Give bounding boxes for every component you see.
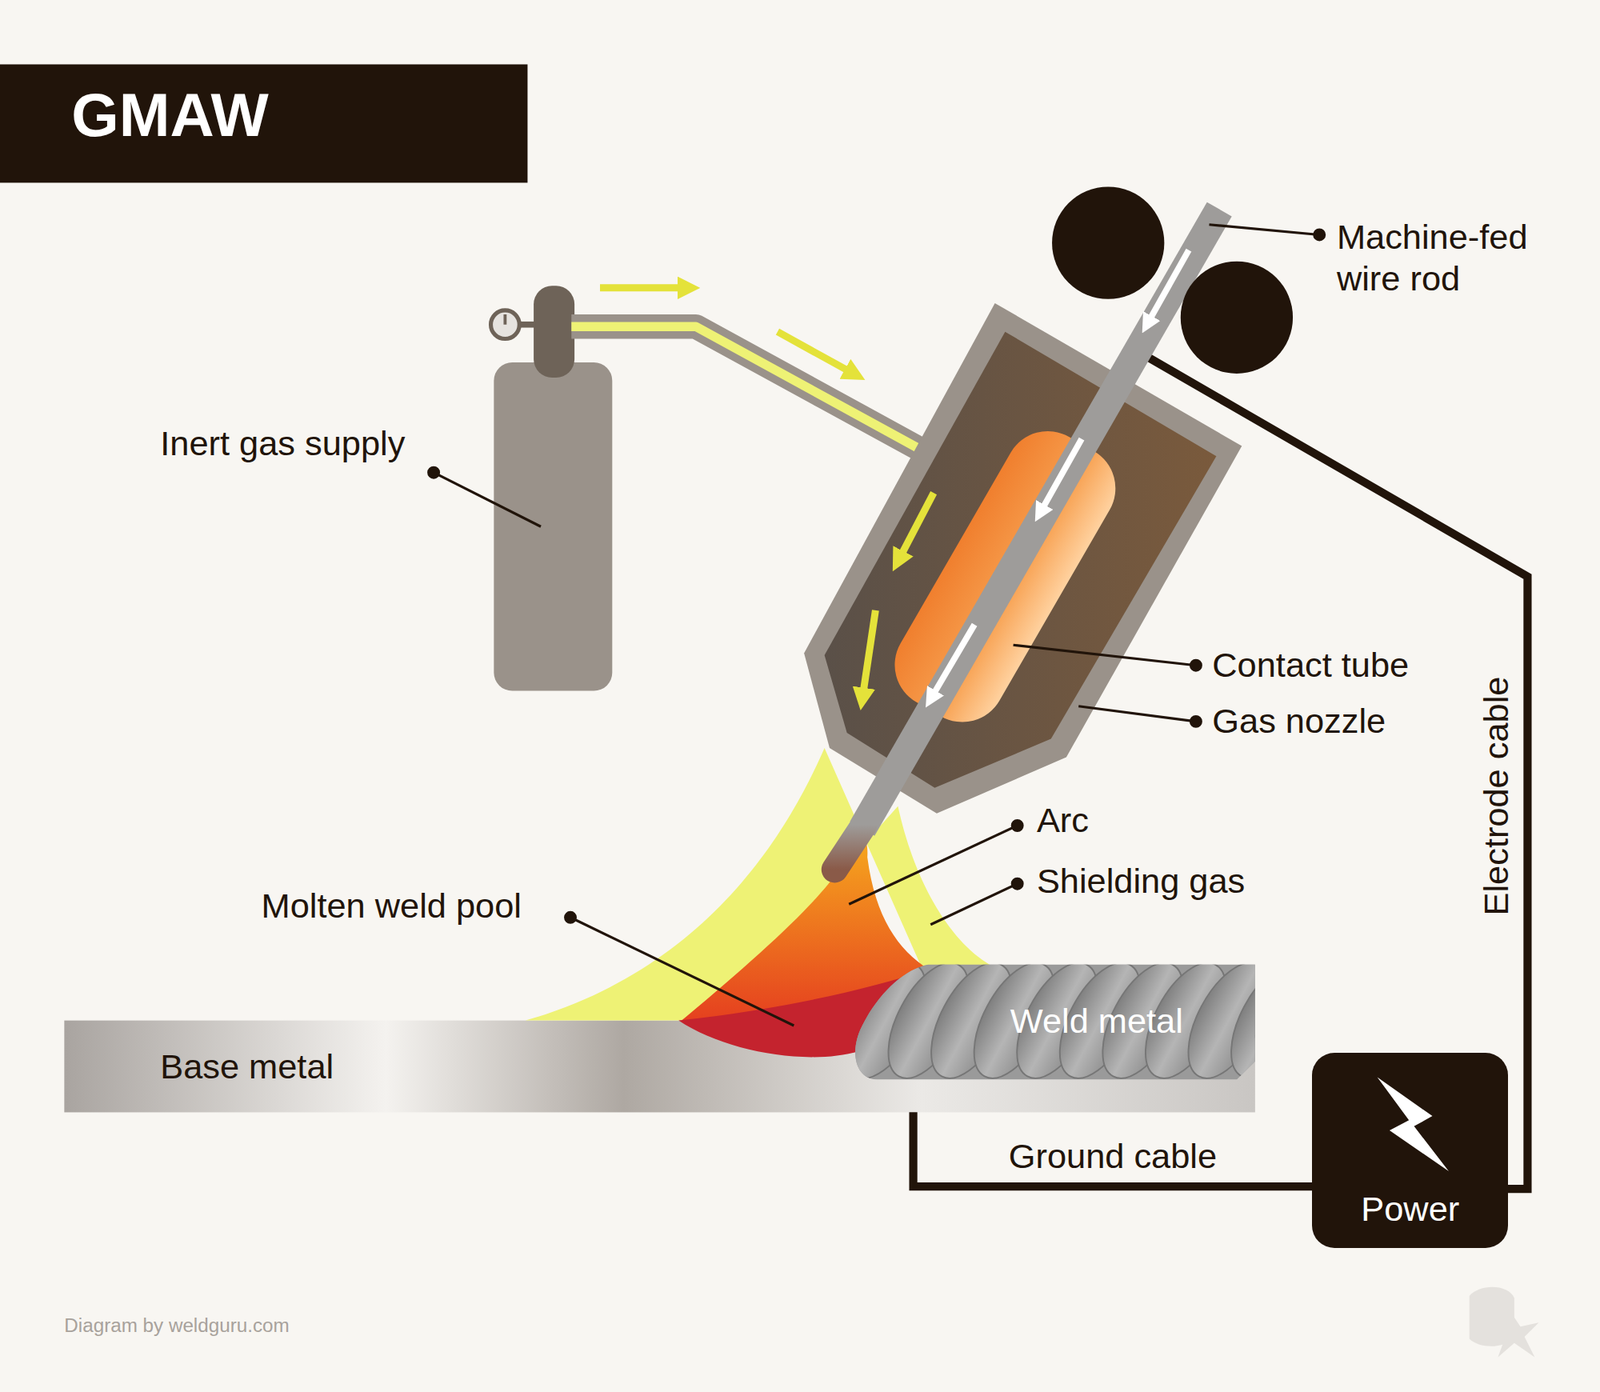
shielding-gas-label: Shielding gas — [1036, 860, 1245, 902]
gas-flow-arrow — [777, 332, 856, 376]
gas-cylinder — [493, 362, 612, 692]
base-metal: Base metal — [64, 1020, 1256, 1113]
feed-roller — [1180, 261, 1293, 374]
gas-supply-label: Inert gas supply — [160, 422, 405, 464]
contact-tube-label: Contact tube — [1212, 644, 1409, 686]
leader-lines — [428, 224, 1325, 1026]
feed-roller — [1052, 187, 1164, 300]
weld-bead — [828, 950, 1328, 1092]
wire-feed-arrow — [930, 624, 975, 700]
gas-hose — [571, 326, 924, 452]
weld-metal: Weld metal — [855, 962, 1256, 1080]
cylinder-valve — [533, 285, 575, 378]
cable-label: Ground cable — [1008, 1135, 1217, 1177]
wire-feed-arrow — [1040, 439, 1082, 514]
wire-label: Machine-fed wire rod — [1336, 216, 1577, 300]
ground-cable — [913, 1112, 1313, 1187]
electrode-cable-label: Electrode cable — [1475, 676, 1517, 916]
wire-tip — [834, 824, 864, 870]
credit-note: Diagram by weldguru.com — [64, 1313, 289, 1337]
gas-flow-arrow — [600, 284, 689, 292]
weld-pool-label: Molten weld pool — [261, 884, 522, 927]
title-band — [0, 64, 528, 183]
node-label: Power — [1360, 1188, 1460, 1230]
title: GMAW — [71, 81, 269, 149]
arc-label: Arc — [1036, 799, 1089, 841]
watermark-logo — [1469, 1287, 1540, 1358]
gas-flow-arrow — [897, 492, 934, 561]
power-box: Power — [1312, 1052, 1508, 1248]
node-label: Weld metal — [1010, 1000, 1184, 1042]
gas-flow-arrow — [862, 610, 876, 700]
node-label: Base metal — [160, 1045, 334, 1088]
pressure-gauge — [491, 310, 520, 340]
wire-electrode — [862, 209, 1220, 829]
gas-nozzle-label: Gas nozzle — [1212, 700, 1386, 742]
